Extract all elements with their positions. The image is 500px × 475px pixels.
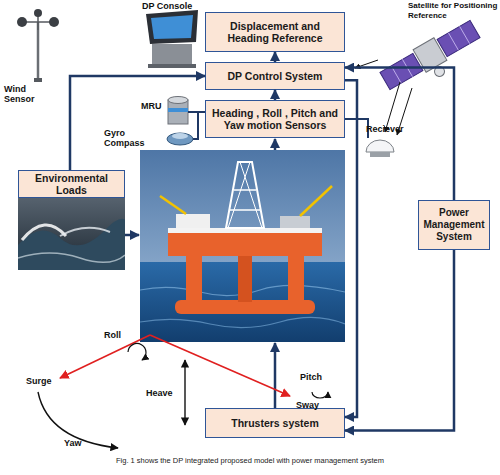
axis-label: Yaw <box>64 438 94 448</box>
signal-arrows <box>355 60 412 135</box>
flow-arrow <box>345 250 454 431</box>
console-label: DP Console <box>142 1 212 11</box>
loads-box: Environmental Loads <box>18 170 125 198</box>
figure-caption: Fig. 1 shows the DP integrated proposed … <box>0 456 500 465</box>
flow-arrow <box>274 52 277 62</box>
axis-label: Roll <box>104 330 134 340</box>
receiver-icon <box>366 140 394 157</box>
box-text: Heading , Roll , Pitch and Yaw motion Se… <box>209 107 341 131</box>
satellite-icon <box>378 18 487 102</box>
mru-icon <box>168 97 188 125</box>
flow-arrow <box>274 90 277 100</box>
flow-arrow <box>345 80 357 417</box>
power-box: Power Management System <box>418 200 490 250</box>
box-text: Power Management System <box>422 207 486 243</box>
flow-arrow <box>70 76 205 170</box>
satellite-label: Satellite for Positioning Reference <box>408 1 498 21</box>
sensor-box: Heading , Roll , Pitch and Yaw motion Se… <box>205 100 345 138</box>
flow-arrow <box>345 68 454 200</box>
receiver-label: Reciever <box>366 124 416 134</box>
picture-arrows <box>125 139 275 408</box>
wind-sensor-icon <box>17 9 59 82</box>
wave-picture <box>18 198 125 270</box>
platform-picture <box>140 150 345 342</box>
axis-label: Surge <box>26 376 60 386</box>
axis-label: Pitch <box>300 372 334 382</box>
gyro-label: Gyro Compass <box>104 128 166 148</box>
mru-label: MRU <box>141 101 167 111</box>
wind-sensor-label: Wind Sensor <box>4 84 40 104</box>
box-text: Displacement and Heading Reference <box>209 20 341 44</box>
reference-box: Displacement and Heading Reference <box>205 12 345 52</box>
axis-label: Heave <box>146 388 182 398</box>
control-box: DP Control System <box>205 62 345 90</box>
box-text: Thrusters system <box>231 417 319 429</box>
dp-console-icon <box>146 10 198 68</box>
box-text: DP Control System <box>228 70 323 82</box>
thruster-box: Thrusters system <box>205 408 345 438</box>
axis-label: Sway <box>296 400 330 410</box>
box-text: Environmental Loads <box>22 172 121 196</box>
gyro-compass-icon <box>167 133 193 145</box>
